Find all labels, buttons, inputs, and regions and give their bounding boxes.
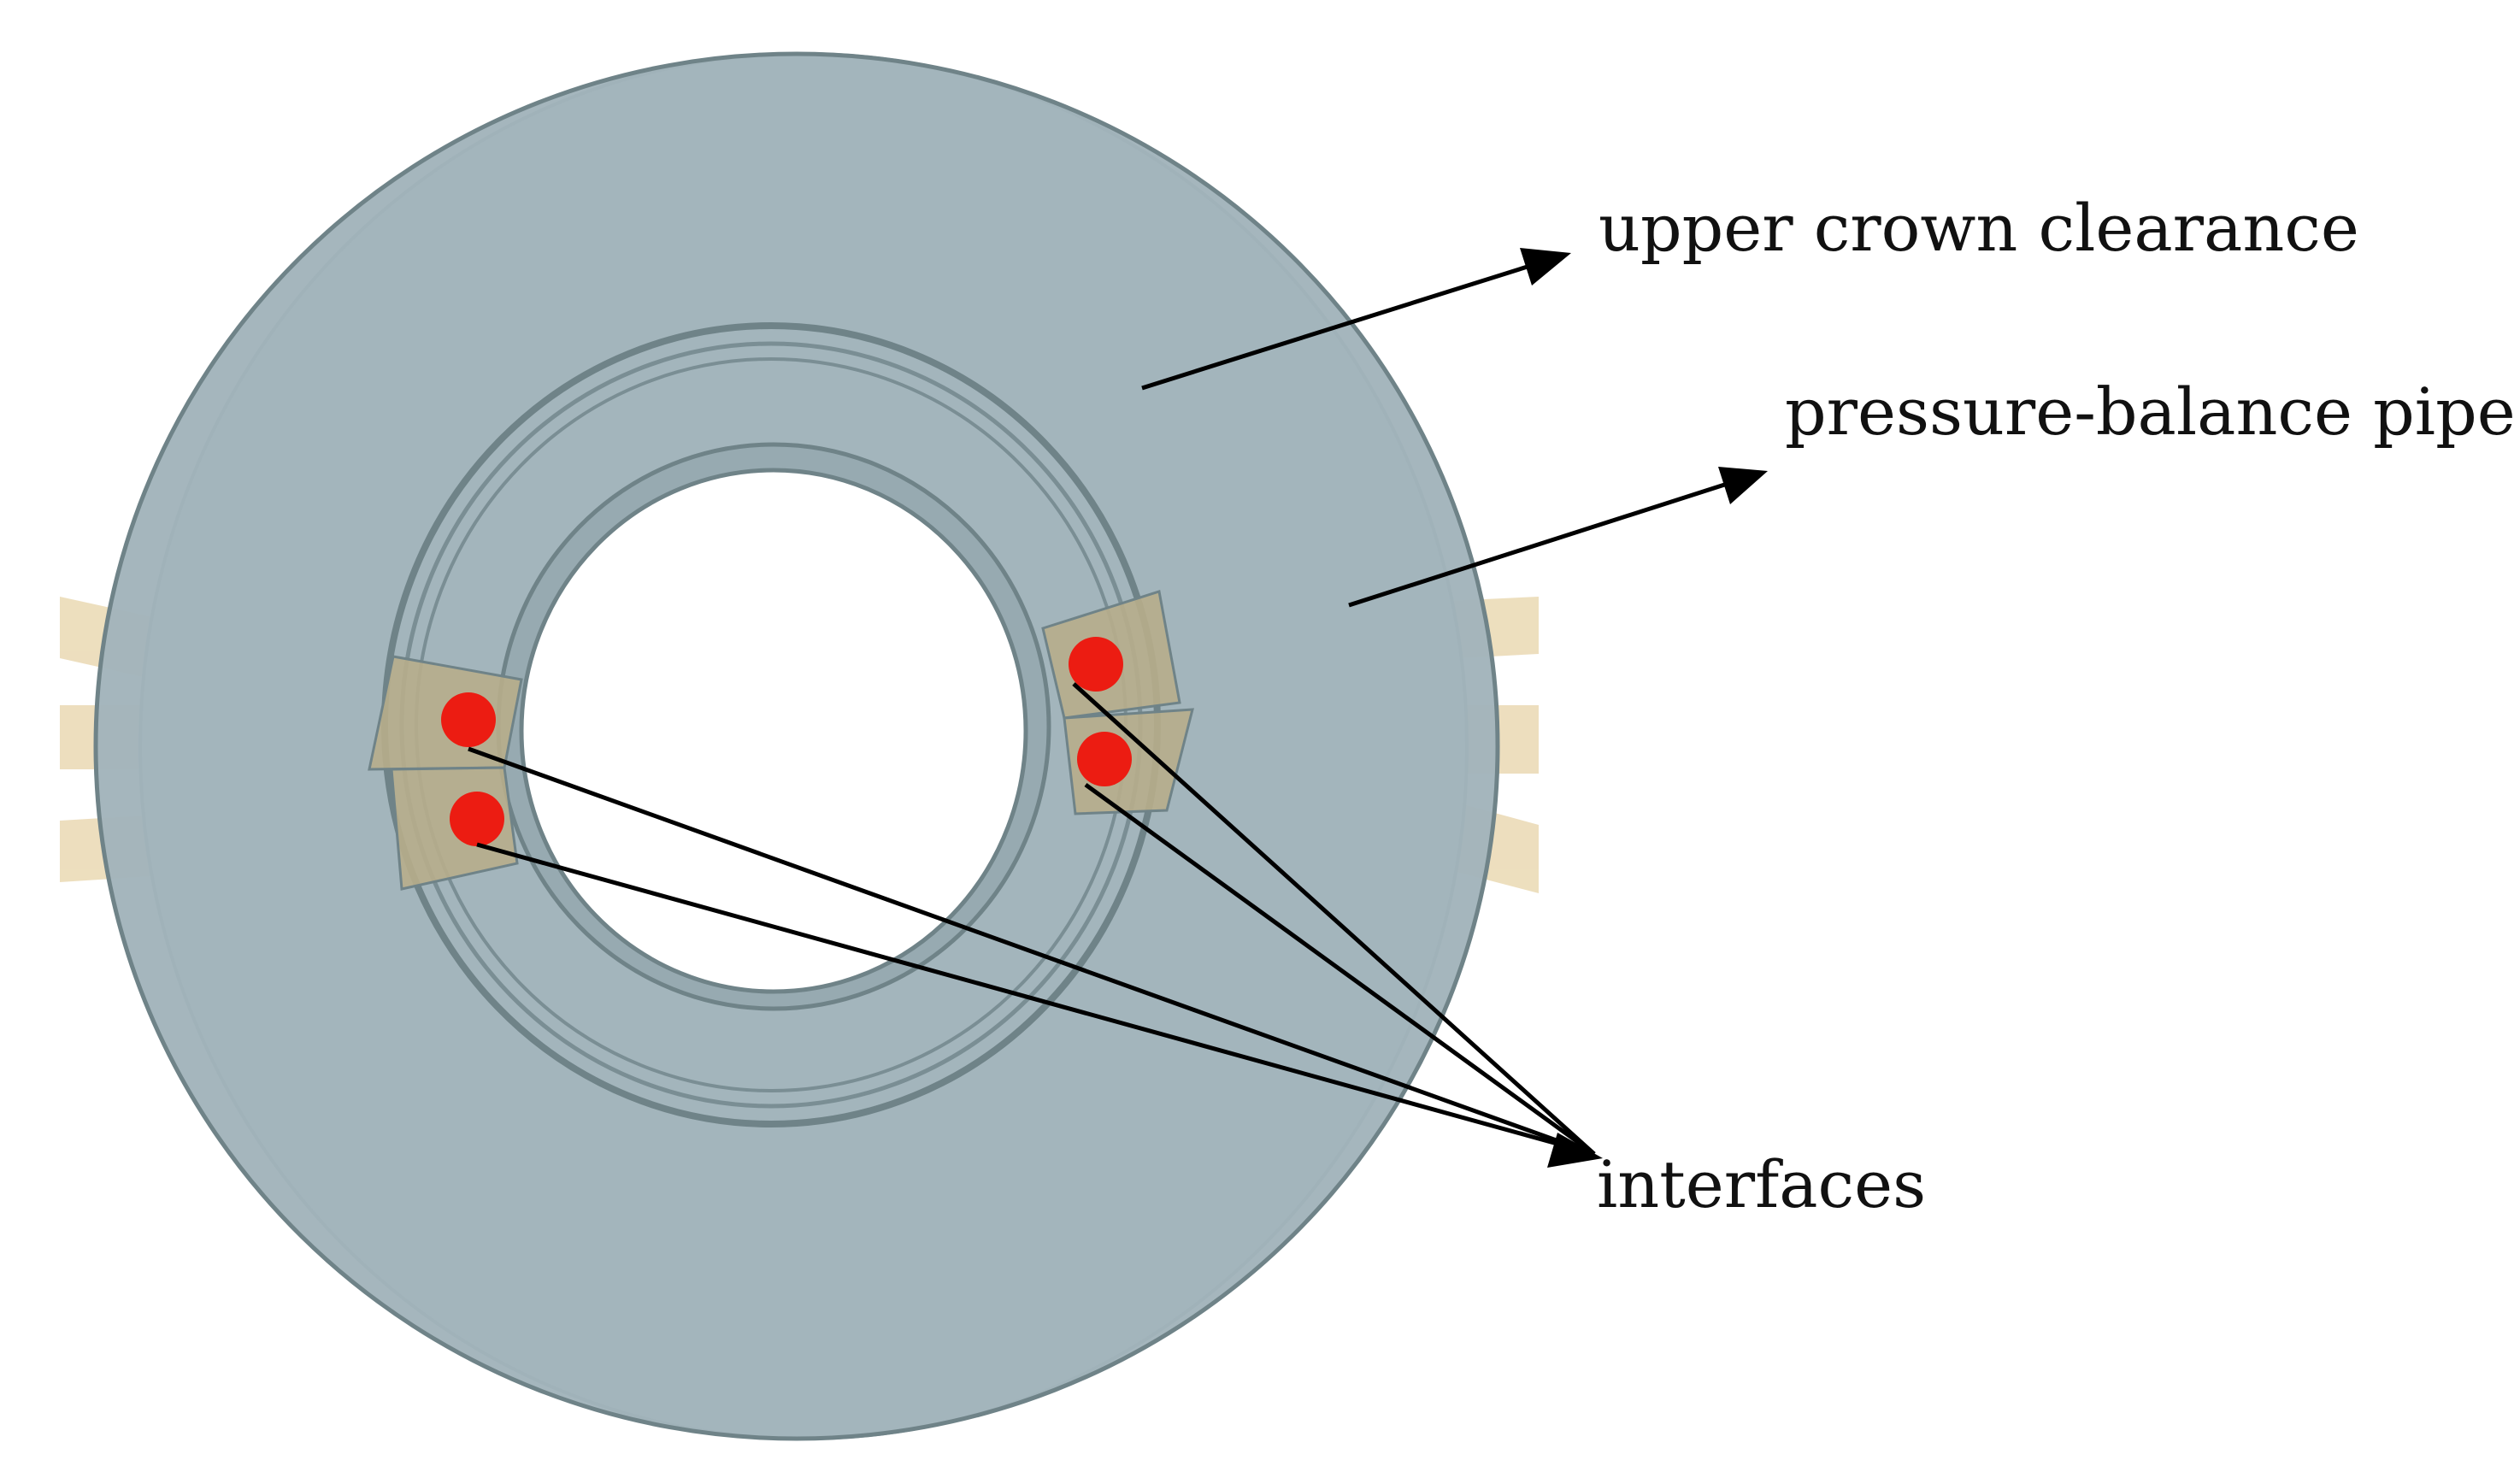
label-pressure-balance-pipe: pressure-balance pipe — [1785, 374, 2516, 450]
central-bore — [519, 468, 1028, 994]
leader-interface-left-lower — [476, 842, 1595, 1157]
arrowhead-pressure-balance-pipe — [1718, 467, 1768, 504]
arrowhead-upper-crown-clearance — [1520, 248, 1571, 286]
interface-marker-right-lower — [1077, 732, 1132, 786]
leader-pressure-balance-pipe — [1348, 472, 1758, 608]
leader-upper-crown-clearance — [1141, 254, 1561, 391]
interface-markers — [441, 637, 1132, 846]
leader-interface-right-upper — [1072, 682, 1596, 1156]
interface-marker-left-upper — [441, 692, 496, 747]
leader-interface-right-lower — [1084, 782, 1596, 1157]
leader-interface-left-upper — [468, 746, 1595, 1157]
leader-lines — [468, 248, 1768, 1168]
interface-marker-left-lower — [450, 792, 504, 846]
crown-annulus — [93, 51, 1500, 1441]
label-interfaces: interfaces — [1597, 1146, 1926, 1222]
label-upper-crown-clearance: upper crown clearance — [1599, 190, 2359, 266]
interface-marker-right-upper — [1069, 637, 1123, 692]
arrowhead-interfaces — [1547, 1133, 1603, 1168]
